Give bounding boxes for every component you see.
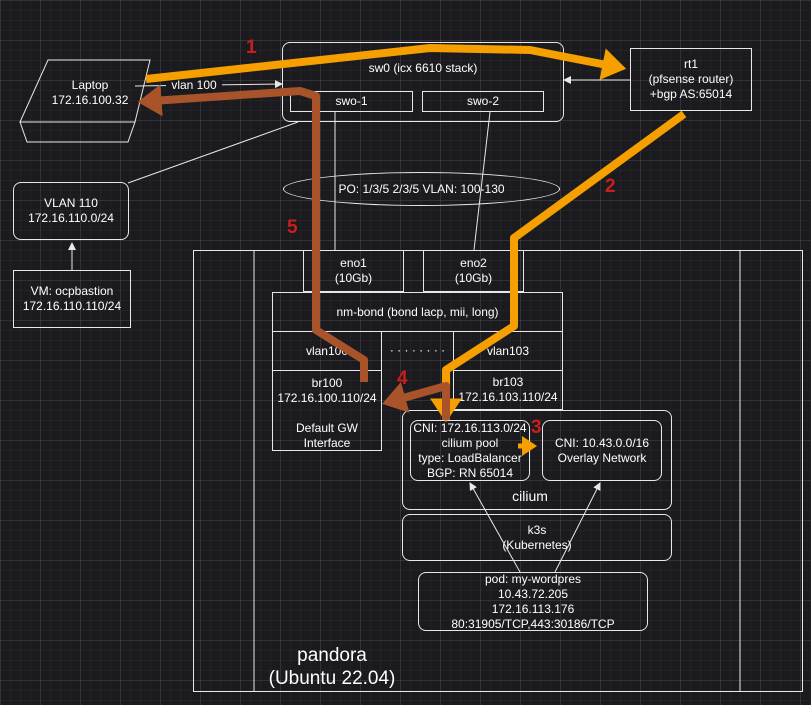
eno1-interface[interactable]: eno1 (10Gb): [303, 250, 404, 292]
step-4-number: 4: [397, 368, 408, 389]
pandora-name: pandora: [297, 645, 367, 666]
step-3-number: 3: [531, 417, 542, 438]
eno2-interface[interactable]: eno2 (10Gb): [423, 250, 524, 292]
step-5-number: 5: [287, 217, 298, 238]
pandora-os: (Ubuntu 22.04): [268, 668, 396, 689]
path-1-arrow: [145, 44, 627, 83]
sw0-switch[interactable]: sw0 (icx 6610 stack): [282, 42, 564, 122]
swo2-member[interactable]: swo-2: [422, 91, 544, 112]
pod-ciliumpool-link: [469, 482, 521, 573]
path-5-arrow: [137, 84, 368, 382]
vlan110-sw0-link: [127, 121, 299, 184]
br103-bridge[interactable]: br103 172.16.103.110/24: [453, 370, 563, 410]
vlan-range-dots: · · · · · · · ·: [389, 343, 446, 357]
swo1-member[interactable]: swo-1: [290, 91, 413, 112]
cilium-pool[interactable]: CNI: 172.16.113.0/24 cilium pool type: L…: [410, 420, 530, 481]
path-2-arrow: [430, 110, 687, 423]
cilium-label: cilium: [512, 488, 548, 504]
laptop-label[interactable]: Laptop 172.16.100.32: [51, 78, 129, 107]
br100-bridge[interactable]: br100 172.16.100.110/24 Default GW Inter…: [272, 370, 382, 451]
rt1-router[interactable]: rt1 (pfsense router) +bgp AS:65014: [630, 48, 752, 111]
k3s-box[interactable]: k3s (Kubernetes): [402, 514, 672, 561]
step-2-number: 2: [605, 176, 616, 197]
overlay-network[interactable]: CNI: 10.43.0.0/16 Overlay Network: [542, 420, 662, 481]
sw0-label: sw0 (icx 6610 stack): [368, 61, 478, 75]
pod-overlay-link: [554, 482, 601, 573]
vlan100-link-label: vlan 100: [166, 78, 222, 93]
cilium-container[interactable]: [402, 410, 672, 510]
nm-bond[interactable]: nm-bond (bond lacp, mii, long): [272, 292, 563, 332]
pod-my-wordpres[interactable]: pod: my-wordpres 10.43.72.205 172.16.113…: [418, 572, 648, 631]
path-4-arrow: [382, 382, 450, 420]
step-1-number: 1: [246, 37, 257, 58]
vlan110-box[interactable]: VLAN 110 172.16.110.0/24: [13, 182, 129, 240]
port-channel-ellipse[interactable]: PO: 1/3/5 2/3/5 VLAN: 100-130: [283, 172, 560, 206]
vm-ocpbastion[interactable]: VM: ocpbastion 172.16.110.110/24: [13, 270, 131, 328]
